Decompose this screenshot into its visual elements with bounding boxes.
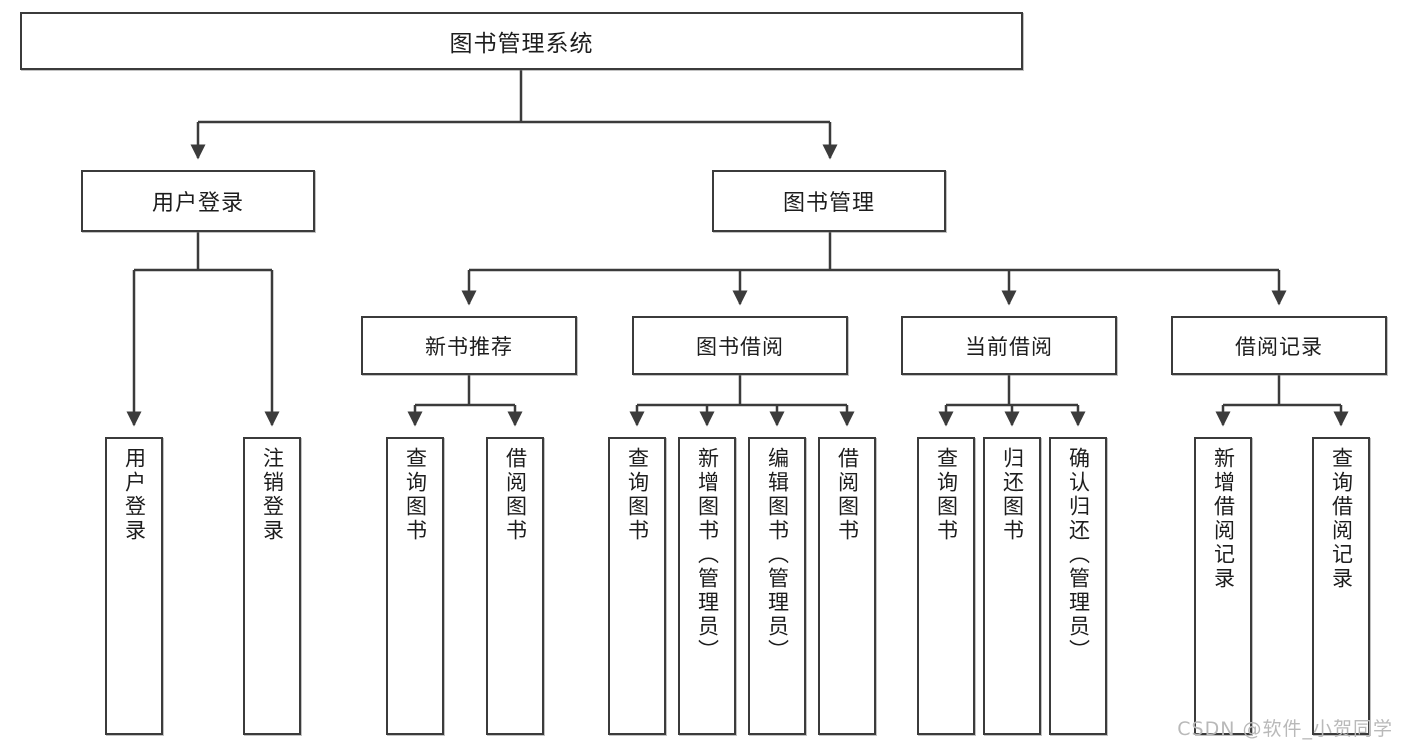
node-leaf-query-book-1-label: 查询图书 — [403, 447, 428, 543]
node-leaf-add-record[interactable]: 新增借阅记录 — [1194, 437, 1252, 735]
node-leaf-query-book-3[interactable]: 查询图书 — [917, 437, 975, 735]
node-leaf-query-book-3-label: 查询图书 — [934, 447, 959, 543]
node-book-borrow-label: 图书借阅 — [696, 334, 784, 359]
node-leaf-add-book-label: 新增图书（管理员） — [695, 447, 720, 663]
node-leaf-query-book-1[interactable]: 查询图书 — [386, 437, 444, 735]
node-leaf-return-book[interactable]: 归还图书 — [983, 437, 1041, 735]
node-borrow-record[interactable]: 借阅记录 — [1171, 316, 1387, 375]
node-leaf-borrow-book-2[interactable]: 借阅图书 — [818, 437, 876, 735]
node-book-manage[interactable]: 图书管理 — [712, 170, 946, 232]
node-user-login-label: 用户登录 — [151, 191, 244, 216]
node-leaf-query-record-label: 查询借阅记录 — [1329, 447, 1354, 591]
node-root-label: 图书管理系统 — [449, 31, 594, 57]
node-leaf-edit-book[interactable]: 编辑图书（管理员） — [748, 437, 806, 735]
node-leaf-borrow-book-1[interactable]: 借阅图书 — [486, 437, 544, 735]
node-book-manage-label: 图书管理 — [782, 191, 875, 216]
node-leaf-add-record-label: 新增借阅记录 — [1211, 447, 1236, 591]
node-leaf-user-login-label: 用户登录 — [122, 447, 147, 543]
node-leaf-edit-book-label: 编辑图书（管理员） — [765, 447, 790, 663]
node-leaf-borrow-book-1-label: 借阅图书 — [503, 447, 528, 543]
node-leaf-borrow-book-2-label: 借阅图书 — [835, 447, 860, 543]
node-leaf-query-book-2-label: 查询图书 — [625, 447, 650, 543]
node-user-login[interactable]: 用户登录 — [81, 170, 315, 232]
node-leaf-confirm-return[interactable]: 确认归还（管理员） — [1049, 437, 1107, 735]
node-leaf-return-book-label: 归还图书 — [1000, 447, 1025, 543]
node-current-borrow-label: 当前借阅 — [965, 334, 1053, 359]
node-leaf-logout[interactable]: 注销登录 — [243, 437, 301, 735]
node-current-borrow[interactable]: 当前借阅 — [901, 316, 1117, 375]
node-leaf-query-record[interactable]: 查询借阅记录 — [1312, 437, 1370, 735]
watermark-text: CSDN @软件_小贺同学 — [1177, 718, 1393, 740]
node-new-book-recommend[interactable]: 新书推荐 — [361, 316, 577, 375]
node-book-borrow[interactable]: 图书借阅 — [632, 316, 848, 375]
node-borrow-record-label: 借阅记录 — [1235, 334, 1323, 359]
node-leaf-confirm-return-label: 确认归还（管理员） — [1066, 447, 1091, 663]
node-leaf-user-login[interactable]: 用户登录 — [105, 437, 163, 735]
node-leaf-logout-label: 注销登录 — [260, 447, 285, 543]
node-new-book-recommend-label: 新书推荐 — [425, 334, 513, 359]
node-root[interactable]: 图书管理系统 — [20, 12, 1023, 70]
node-leaf-add-book[interactable]: 新增图书（管理员） — [678, 437, 736, 735]
node-leaf-query-book-2[interactable]: 查询图书 — [608, 437, 666, 735]
